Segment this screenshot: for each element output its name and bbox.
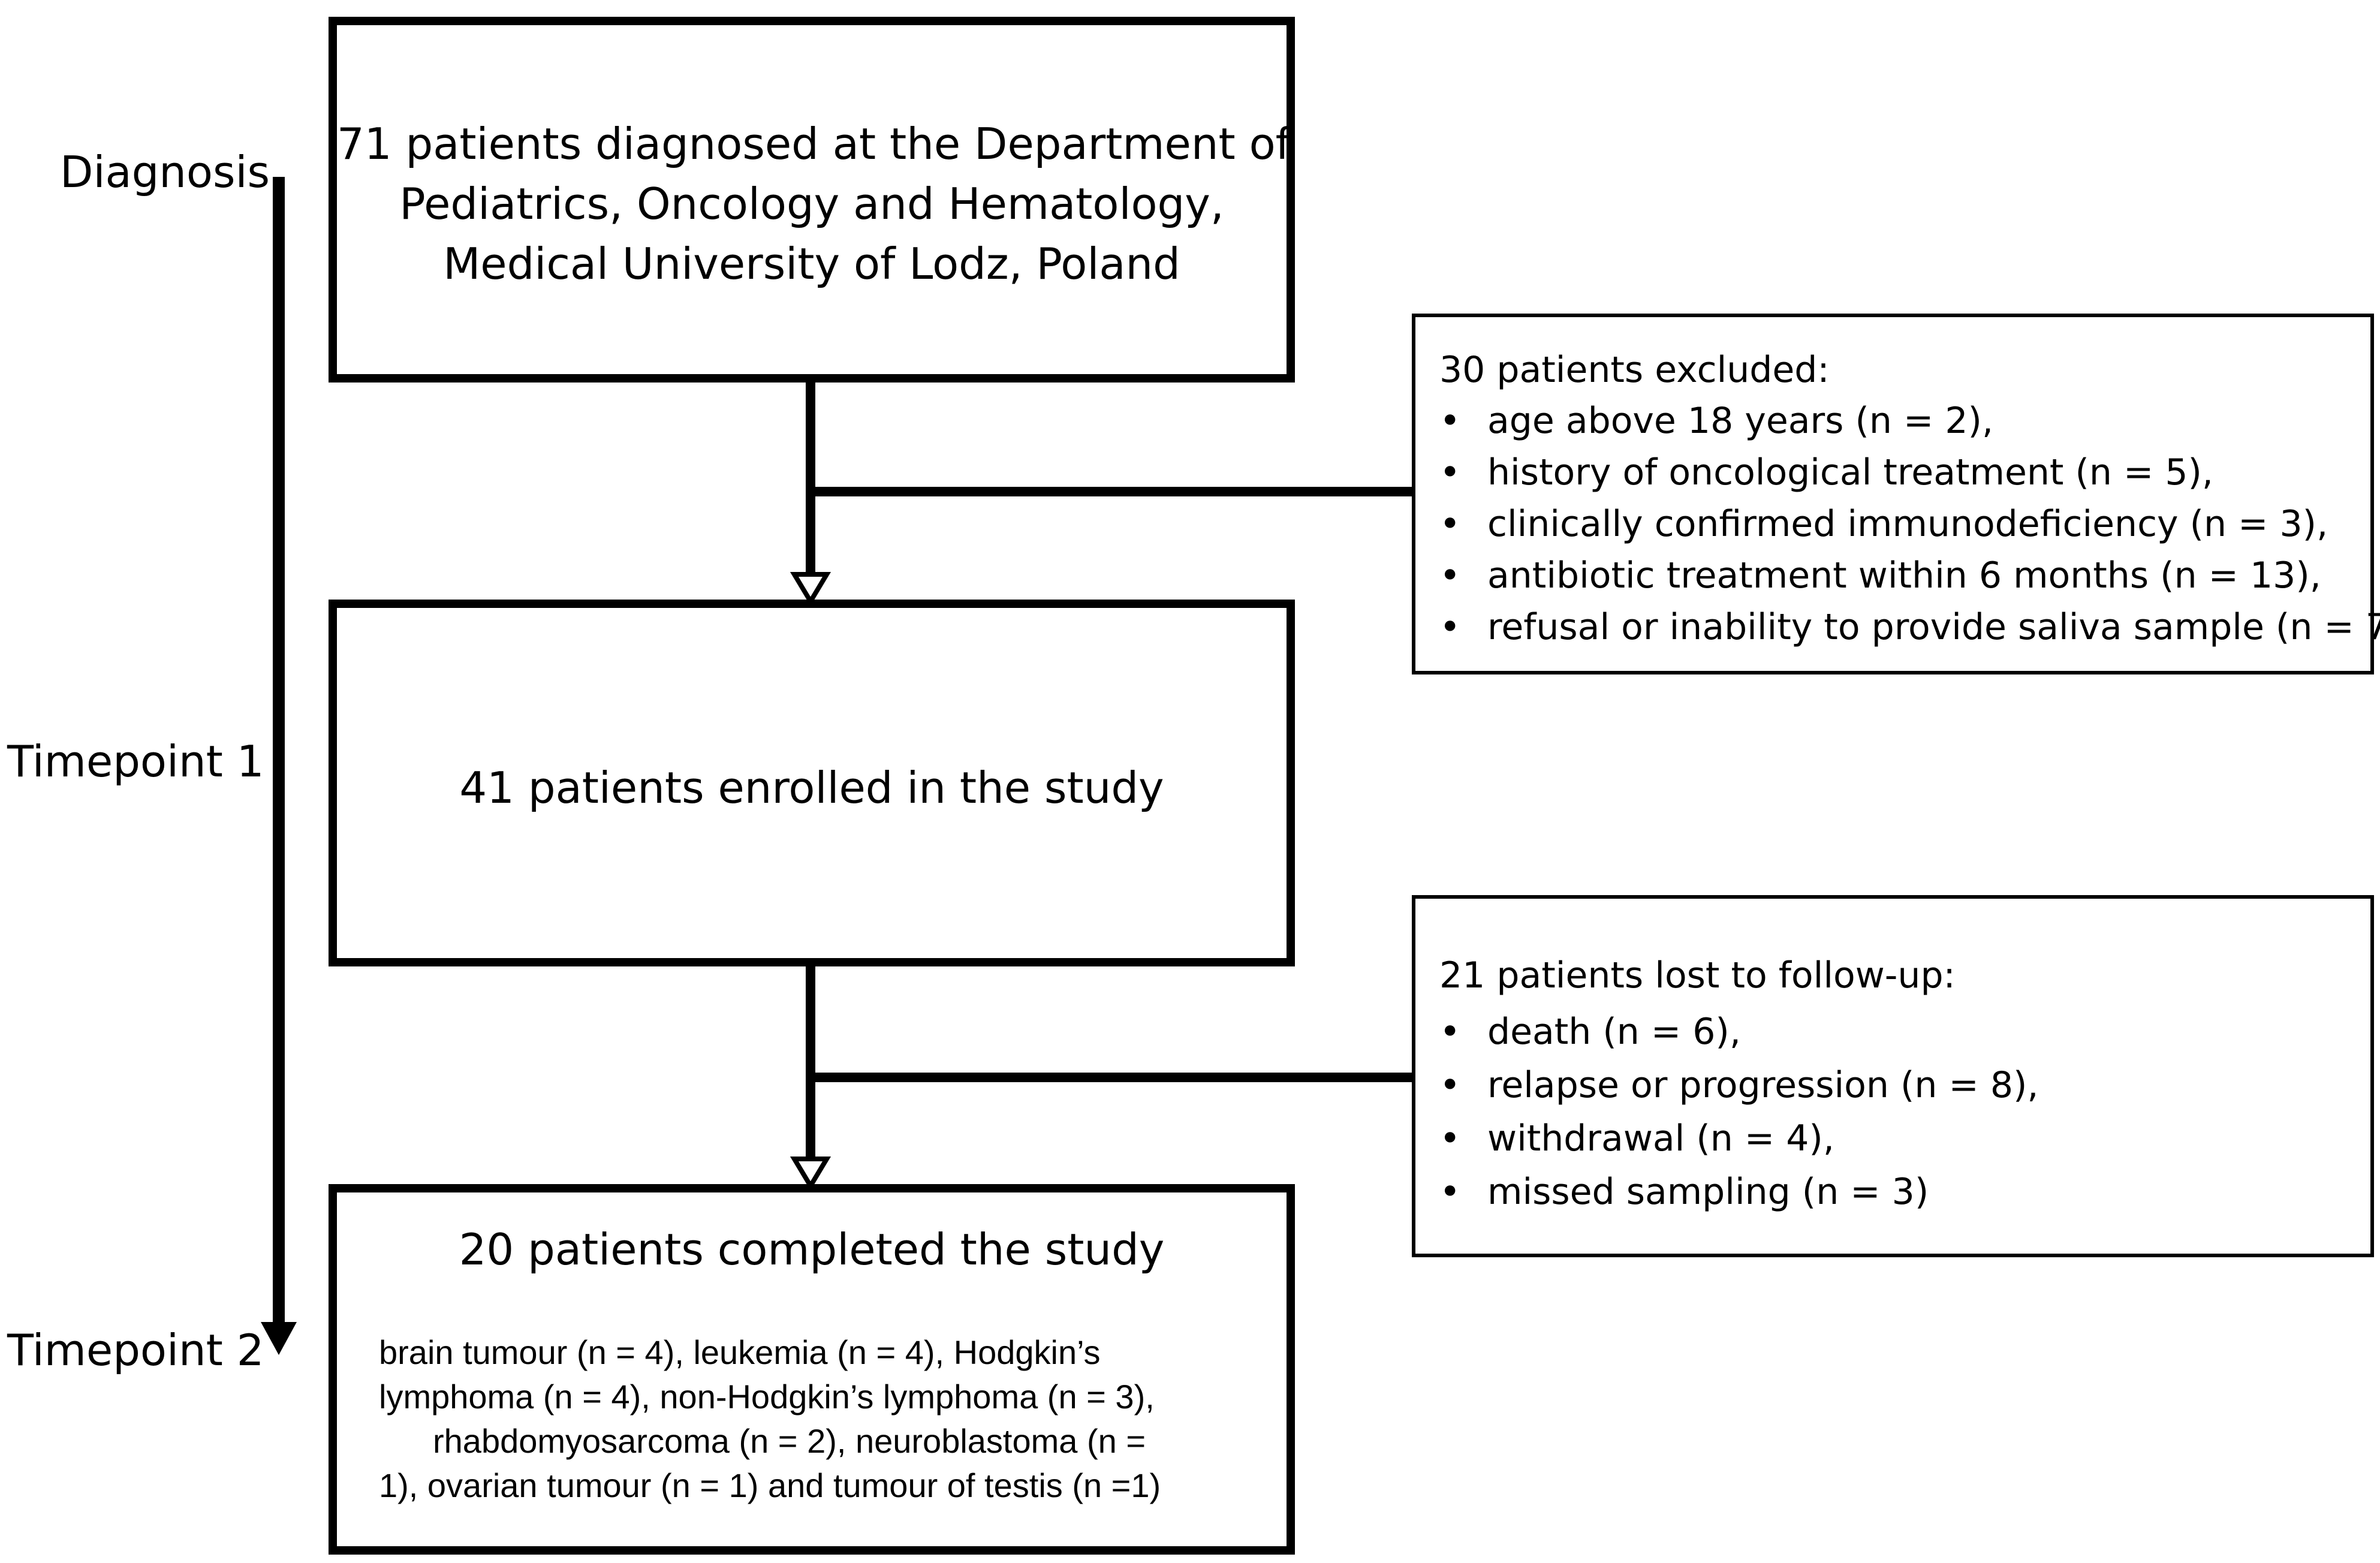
bullet-icon: • <box>1439 1011 1461 1053</box>
bullet-icon: • <box>1439 400 1461 442</box>
excluded-box: 30 patients excluded: •age above 18 year… <box>1412 314 2380 674</box>
lost-followup-item: •death (n = 6), <box>1439 1005 2038 1059</box>
enrolled-box: 41 patients enrolled in the study <box>329 600 1295 966</box>
bullet-icon: • <box>1439 503 1461 545</box>
arrow-head-completed <box>790 1157 832 1191</box>
lost-followup-box: 21 patients lost to follow-up: •death (n… <box>1412 895 2374 1257</box>
bullet-icon: • <box>1439 1064 1461 1106</box>
enrolled-text: 41 patients enrolled in the study <box>459 763 1164 813</box>
bullet-icon: • <box>1439 1118 1461 1160</box>
excluded-list: •age above 18 years (n = 2), •history of… <box>1439 395 2380 653</box>
timeline-label-timepoint-1: Timepoint 1 <box>7 736 264 787</box>
excluded-item: •antibiotic treatment within 6 months (n… <box>1439 550 2380 601</box>
excluded-item: •history of oncological treatment (n = 5… <box>1439 447 2380 498</box>
bullet-icon: • <box>1439 451 1461 493</box>
bullet-icon: • <box>1439 1171 1461 1213</box>
diagnosed-line-3: Medical University of Lodz, Poland <box>443 239 1180 289</box>
diagnosed-box: 71 patients diagnosed at the Department … <box>329 17 1295 383</box>
breakdown-line-1: brain tumour (n = 4), leukemia (n = 4), … <box>379 1333 1101 1371</box>
excluded-item: •clinically confirmed immunodeficiency (… <box>1439 498 2380 550</box>
excluded-item: •refusal or inability to provide saliva … <box>1439 601 2380 653</box>
lost-followup-item: •relapse or progression (n = 8), <box>1439 1059 2038 1112</box>
breakdown-line-4: 1), ovarian tumour (n = 1) and tumour of… <box>379 1466 1161 1504</box>
diagnosed-line-1: 71 patients diagnosed at the Department … <box>337 119 1291 169</box>
timeline-label-timepoint-2: Timepoint 2 <box>7 1325 264 1375</box>
lost-followup-title: 21 patients lost to follow-up: <box>1439 954 1956 996</box>
excluded-title: 30 patients excluded: <box>1439 349 1830 391</box>
bullet-icon: • <box>1439 555 1461 597</box>
lost-followup-item: •withdrawal (n = 4), <box>1439 1112 2038 1166</box>
completed-title: 20 patients completed the study <box>459 1224 1165 1275</box>
completed-box: 20 patients completed the study brain tu… <box>329 1184 1295 1555</box>
lost-followup-item: • missed sampling (n = 3) <box>1439 1166 2038 1219</box>
diagnosis-breakdown: brain tumour (n = 4), leukemia (n = 4), … <box>379 1330 1161 1508</box>
breakdown-line-2: lymphoma (n = 4), non-Hodgkin’s lymphoma… <box>379 1378 1155 1416</box>
excluded-item: •age above 18 years (n = 2), <box>1439 395 2380 447</box>
timeline-label-diagnosis: Diagnosis <box>60 147 270 197</box>
lost-followup-list: •death (n = 6), •relapse or progression … <box>1439 1005 2038 1219</box>
diagnosed-line-2: Pediatrics, Oncology and Hematology, <box>399 179 1224 229</box>
arrow-head-enrolled <box>790 572 832 606</box>
breakdown-line-3: rhabdomyosarcoma (n = 2), neuroblastoma … <box>433 1422 1146 1460</box>
timeline-arrow-head <box>261 1322 297 1355</box>
bullet-icon: • <box>1439 606 1461 648</box>
